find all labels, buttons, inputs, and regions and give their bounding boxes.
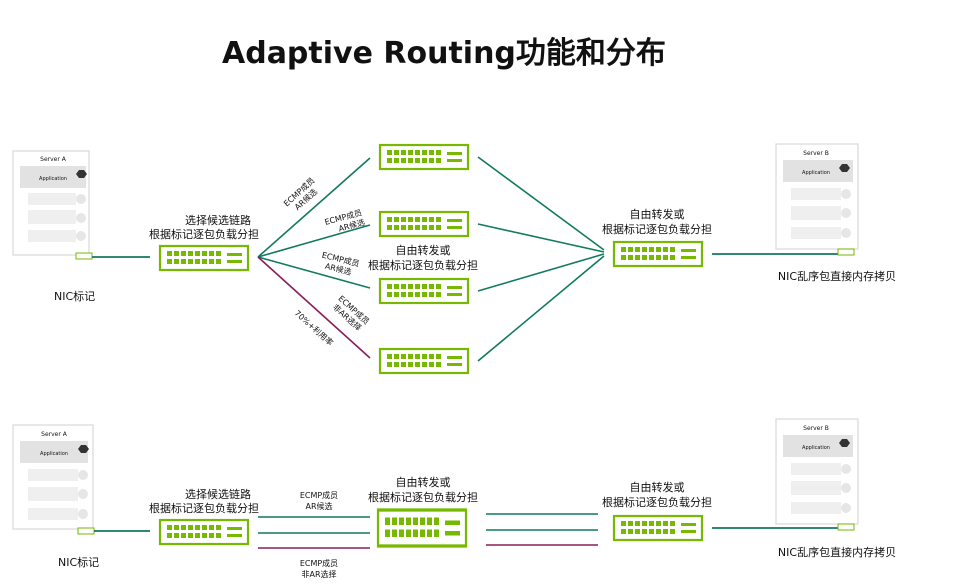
bottom-nic-copy-label: NIC乱序包直接内存拷贝 (778, 545, 896, 559)
switch-mid-4-icon (378, 347, 470, 375)
nic-mark-label: NIC标记 (54, 289, 95, 303)
right-switch-line2: 根据标记逐包负载分担 (602, 222, 712, 236)
path-in-2 (477, 223, 605, 253)
server-a-card: Server A Application (12, 150, 93, 260)
switch-left-icon (158, 244, 250, 272)
middle-note-line2: 根据标记逐包负载分担 (368, 258, 478, 272)
right-switch-line1: 自由转发或 (630, 207, 685, 221)
utilization-label: 70%+利用率 (293, 308, 336, 348)
path-in-4 (477, 255, 605, 362)
bottom-lower-label-2: 非AR选择 (301, 569, 336, 579)
server-a-label: Server A (40, 156, 67, 163)
path-in-1 (477, 156, 605, 251)
bottom-switch-left-icon (158, 518, 250, 546)
bottom-left-switch-line1: 选择候选链路 (185, 487, 251, 501)
svg-text:Server A: Server A (41, 431, 68, 438)
app-badge-icon-b (839, 164, 850, 172)
app-badge-icon (76, 170, 87, 178)
bottom-right-switch-line2: 根据标记逐包负载分担 (602, 495, 712, 509)
path-4 (257, 256, 371, 359)
server-b-label: Server B (803, 150, 829, 157)
svg-text:Server B: Server B (803, 425, 829, 432)
switch-mid-2-icon (378, 210, 470, 238)
bottom-left-switch-line2: 根据标记逐包负载分担 (149, 501, 259, 515)
left-switch-line2: 根据标记逐包负载分担 (149, 227, 259, 241)
switch-mid-3-icon (378, 277, 470, 305)
bottom-middle-switch-line1: 自由转发或 (396, 475, 451, 489)
bottom-upper-label-1: ECMP成员 (300, 490, 338, 500)
switch-right-icon (612, 240, 704, 268)
bottom-middle-switch-line2: 根据标记逐包负载分担 (368, 490, 478, 504)
middle-note-line1: 自由转发或 (396, 243, 451, 257)
bottom-switch-right-icon (612, 514, 704, 542)
path-label-2: ECMP成员 AR候选 (323, 207, 366, 233)
left-switch-line1: 选择候选链路 (185, 213, 251, 227)
path-label-3: ECMP成员 AR候选 (321, 250, 361, 277)
svg-text:Application: Application (802, 445, 830, 451)
page-title: Adaptive Routing功能和分布 (222, 36, 666, 71)
application-label: Application (39, 176, 67, 182)
application-label-b: Application (802, 170, 830, 176)
bottom-nic-mark-label: NIC标记 (58, 555, 99, 569)
path-2 (257, 224, 371, 258)
server-b-card: Server B Application (775, 143, 859, 256)
server-b-card-bottom: Server B Application (775, 418, 859, 531)
nic-copy-label: NIC乱序包直接内存拷贝 (778, 269, 896, 283)
path-in-3 (477, 253, 605, 292)
path-1 (257, 157, 371, 258)
bottom-right-switch-line1: 自由转发或 (630, 480, 685, 494)
switch-mid-1-icon (378, 143, 470, 171)
path-3 (257, 256, 371, 289)
bottom-lower-label-1: ECMP成员 (300, 558, 338, 568)
bottom-upper-label-2: AR候选 (305, 501, 332, 511)
path-label-1: ECMP成员 AR候选 (281, 175, 319, 212)
server-a-card-bottom: Server A Application (12, 424, 95, 535)
bottom-switch-mid-icon (376, 508, 468, 548)
svg-text:Application: Application (40, 451, 68, 457)
